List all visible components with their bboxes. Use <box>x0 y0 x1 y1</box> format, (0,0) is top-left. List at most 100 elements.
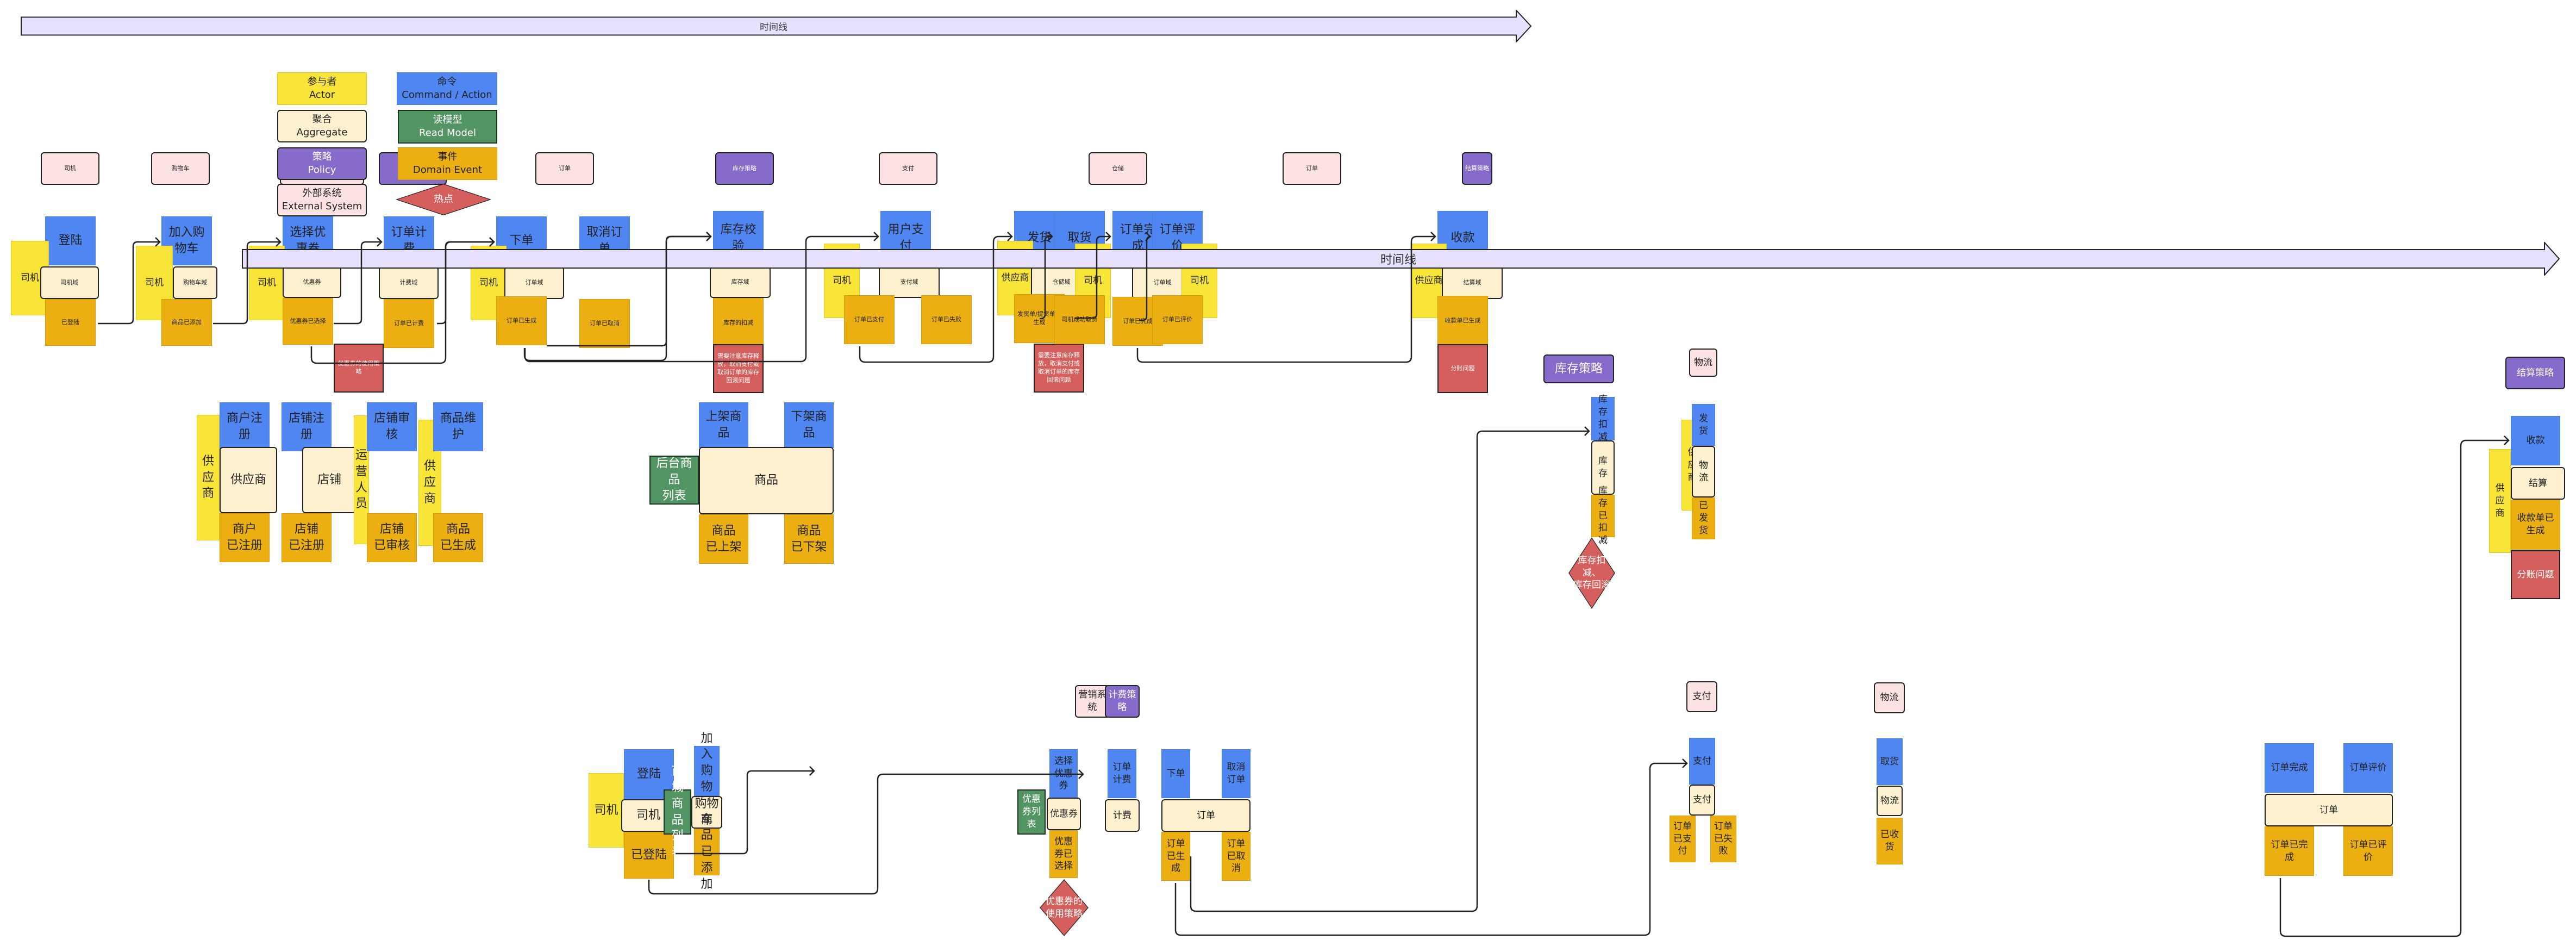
r2-agg-logistics[interactable]: 物流 <box>1692 446 1715 497</box>
r3-agg-order[interactable]: 订单 <box>2265 794 2393 826</box>
row1-header-0[interactable]: 司机 <box>41 152 99 185</box>
r3-policy-pricing[interactable]: 计费策略 <box>1105 685 1140 718</box>
row1-header-3[interactable]: 库存策略 <box>715 152 774 185</box>
r3-actor-driver[interactable]: 司机 <box>589 773 624 848</box>
row1-header-4[interactable]: 支付 <box>879 152 937 185</box>
legend-read-model[interactable]: 读模型 Read Model <box>398 110 497 144</box>
r1-evt-collect[interactable]: 收款单已生成 <box>1437 296 1488 346</box>
r3-agg-pay[interactable]: 支付 <box>1689 785 1715 816</box>
r2-cmd-goods-maintain[interactable]: 商品维护 <box>433 402 483 451</box>
r3-evt-order-created[interactable]: 订单已生成 <box>1161 832 1190 881</box>
r2-evt-merchant-registered[interactable]: 商户 已注册 <box>220 513 270 562</box>
r3-cmd-order[interactable]: 下单 <box>1161 749 1190 798</box>
r1-cmd-login[interactable]: 登陆 <box>45 216 96 265</box>
r3-evt-coupon[interactable]: 优惠券已选择 <box>1049 830 1078 878</box>
legend-command[interactable]: 命令 Command / Action <box>397 72 497 105</box>
r3-external-marketing[interactable]: 营销系统 <box>1075 685 1110 718</box>
r3-agg-logistics[interactable]: 物流 <box>1877 786 1903 816</box>
r2-evt-store-reviewed[interactable]: 店铺 已审核 <box>367 513 417 562</box>
r3-agg-coupon[interactable]: 优惠券 <box>1047 798 1081 830</box>
r3-external-logistics[interactable]: 物流 <box>1874 682 1905 713</box>
r3-agg-pricing[interactable]: 计费 <box>1105 799 1140 832</box>
row1-header-5[interactable]: 仓储 <box>1089 152 1147 185</box>
r2-agg-store[interactable]: 店铺 <box>302 447 357 513</box>
r1-hotspot-collect[interactable]: 分账问题 <box>1437 344 1488 393</box>
row1-header-7[interactable]: 结算策略 <box>1462 152 1492 185</box>
r1-evt-pick[interactable]: 司机成功取货 <box>1054 295 1105 344</box>
r2-cmd-goods-off[interactable]: 下架商品 <box>784 402 834 448</box>
r2-evt-shipped[interactable]: 已发货 <box>1692 497 1715 539</box>
r2-cmd-merchant-register[interactable]: 商户注册 <box>220 402 270 451</box>
r3-evt-order-cancelled[interactable]: 订单已取消 <box>1222 832 1251 881</box>
r2-external-logistics[interactable]: 物流 <box>1689 349 1717 377</box>
r3-cmd-pay[interactable]: 支付 <box>1689 738 1715 785</box>
r3-read-model-mall[interactable]: 商城商品 列表 <box>664 764 691 859</box>
r3-evt-cart[interactable]: 商品已添加 <box>694 813 720 891</box>
r3-evt-reviewed[interactable]: 订单已评价 <box>2343 826 2393 876</box>
r3-evt-received[interactable]: 已收货 <box>1877 818 1903 864</box>
r1-evt-cancel[interactable]: 订单已取消 <box>579 299 630 348</box>
r2-read-model-goods[interactable]: 后台商品 列表 <box>649 456 699 505</box>
r2-agg-goods[interactable]: 商品 <box>699 447 834 514</box>
r2-evt-stock-deducted[interactable]: 库存已扣减 <box>1591 486 1615 546</box>
r1-evt-stock[interactable]: 库存的扣减 <box>713 298 764 348</box>
r1-hotspot-ship[interactable]: 需要注意库存释放，取消支付或取消订单的库存回滚问题 <box>1034 344 1084 393</box>
r1-hotspot-coupon[interactable]: 优惠券的使用策略 <box>334 344 384 393</box>
r1-evt-login[interactable]: 已登陆 <box>45 299 96 346</box>
r1-evt-pricing[interactable]: 订单已计费 <box>384 299 434 348</box>
r3-read-model-coupons[interactable]: 优惠券列 表 <box>1017 789 1046 835</box>
r2-agg-stock[interactable]: 库存 <box>1591 440 1615 495</box>
r3-cmd-review[interactable]: 订单评价 <box>2343 743 2393 793</box>
r2-actor-supplier-4[interactable]: 供 应 商 <box>2489 449 2511 553</box>
legend-aggregate[interactable]: 聚合 Aggregate <box>277 110 367 142</box>
r1-evt-pay[interactable]: 订单已支付 <box>844 295 895 344</box>
r2-evt-goods-on[interactable]: 商品 已上架 <box>699 514 748 564</box>
r2-evt-collect[interactable]: 收款单已生成 <box>2511 500 2560 550</box>
legend-domain-event[interactable]: 事件 Domain Event <box>398 147 497 180</box>
r2-hotspot-split[interactable]: 分账问题 <box>2511 550 2560 599</box>
r1-evt-order[interactable]: 订单已生成 <box>496 296 547 345</box>
r2-cmd-stock-deduct[interactable]: 库存扣减 <box>1591 394 1615 443</box>
r3-cmd-pick[interactable]: 取货 <box>1877 738 1903 785</box>
legend-policy[interactable]: 策略 Policy <box>277 147 367 180</box>
r2-cmd-store-review[interactable]: 店铺审核 <box>367 402 417 451</box>
r3-hotspot-coupon[interactable]: 优惠券的 使用策略 <box>1040 879 1089 936</box>
r3-evt-pay-failed[interactable]: 订单已失败 <box>1710 816 1736 862</box>
r2-evt-goods-off[interactable]: 商品 已下架 <box>784 514 834 564</box>
row1-header-6[interactable]: 订单 <box>1283 152 1341 185</box>
r3-evt-finished[interactable]: 订单已完成 <box>2265 826 2314 876</box>
r2-actor-operator[interactable]: 运 营 人 员 <box>354 415 369 544</box>
row1-header-2[interactable]: 订单 <box>535 152 594 185</box>
r3-agg-order[interactable]: 订单 <box>1161 799 1251 832</box>
legend-hotspot[interactable]: 热点 <box>396 184 491 215</box>
r3-cmd-cancel[interactable]: 取消订单 <box>1222 749 1251 798</box>
r1-evt-review[interactable]: 订单已评价 <box>1152 295 1203 344</box>
r2-policy-settlement[interactable]: 结算策略 <box>2505 357 2565 389</box>
r1-evt-coupon[interactable]: 优惠券已选择 <box>283 298 333 345</box>
r2-cmd-store-register[interactable]: 店铺注册 <box>282 402 332 451</box>
r2-cmd-collect[interactable]: 收款 <box>2511 416 2560 465</box>
r2-evt-goods-created[interactable]: 商品 已生成 <box>433 513 483 562</box>
r3-external-payment[interactable]: 支付 <box>1686 681 1717 712</box>
r1-evt-pay-fail[interactable]: 订单已失败 <box>921 295 972 344</box>
r3-cmd-coupon[interactable]: 选择优惠券 <box>1049 749 1078 798</box>
legend-external-system[interactable]: 外部系统 External System <box>277 184 367 216</box>
row1-header-1[interactable]: 购物车 <box>151 152 210 185</box>
r1-evt-cart[interactable]: 商品已添加 <box>161 299 212 346</box>
legend-actor[interactable]: 参与者 Actor <box>277 72 367 105</box>
r3-evt-paid[interactable]: 订单已支付 <box>1670 816 1696 862</box>
r2-actor-supplier[interactable]: 供 应 商 <box>197 415 220 540</box>
r3-cmd-pricing[interactable]: 订单计费 <box>1108 749 1136 798</box>
r2-policy-inventory[interactable]: 库存策略 <box>1543 354 1614 383</box>
r1-agg-cart[interactable]: 购物车域 <box>173 266 217 299</box>
r1-agg-login[interactable]: 司机域 <box>40 266 99 299</box>
r3-cmd-cart[interactable]: 加入购物车 <box>694 732 720 810</box>
r2-hotspot-stock[interactable]: 库存扣减、 库存回滚 <box>1568 537 1615 609</box>
r1-hotspot-stock[interactable]: 需要注意库存释放，取消支付或取消订单的库存回滚问题 <box>713 344 764 393</box>
r2-agg-supplier[interactable]: 供应商 <box>220 447 277 513</box>
r3-cmd-finish[interactable]: 订单完成 <box>2265 743 2314 793</box>
r2-evt-store-registered[interactable]: 店铺 已注册 <box>282 513 332 562</box>
r2-cmd-ship[interactable]: 发货 <box>1692 404 1715 446</box>
r2-cmd-goods-on[interactable]: 上架商品 <box>699 402 748 448</box>
r2-agg-settlement[interactable]: 结算 <box>2511 467 2565 500</box>
